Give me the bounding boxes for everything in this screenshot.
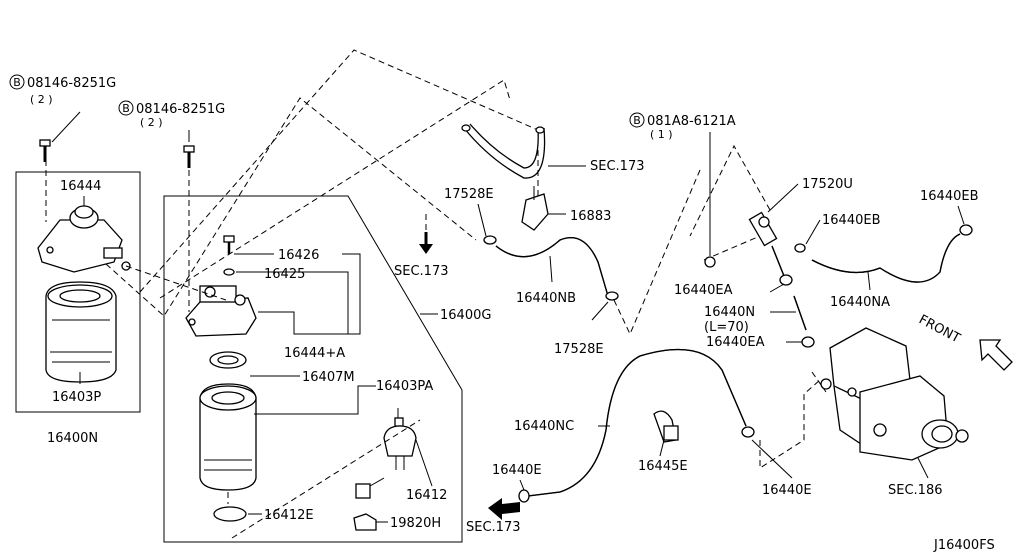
diagram-code: J16400FS	[933, 538, 995, 553]
bolt-quantity: ( 1 )	[650, 128, 673, 141]
label-16412: 16412	[406, 488, 447, 503]
label-16440NA: 16440NA	[830, 295, 890, 310]
front-label: FRONT	[916, 312, 962, 346]
hose-sec173-top	[461, 123, 546, 179]
label-16425: 16425	[264, 267, 305, 282]
bolt-callout-1: B 08146-8251G ( 2 )	[9, 74, 116, 106]
label-16400G: 16400G	[440, 308, 491, 323]
hose-16440NA	[811, 233, 961, 283]
clamp-icon	[779, 224, 973, 348]
fuel-filter-icon	[199, 383, 257, 491]
bracket-icon	[521, 186, 549, 231]
bolt-callout-3: B 081A8-6121A ( 1 )	[629, 112, 736, 141]
bolt-part-number: 08146-8251G	[27, 76, 116, 91]
label-sec173-bottom: SEC.173	[466, 520, 521, 535]
priming-pump-icon	[37, 205, 131, 273]
bolt-marker: B	[122, 102, 130, 115]
bolt-marker: B	[13, 76, 21, 89]
bolt-icon	[183, 145, 195, 168]
bolt-callout-2: B 08146-8251G ( 2 )	[118, 100, 225, 129]
label-16412E: 16412E	[264, 508, 314, 523]
label-16440EB-right: 16440EB	[920, 189, 979, 204]
clip-icon	[353, 513, 377, 531]
seal-ring-icon	[209, 351, 247, 369]
label-sec173-top: SEC.173	[590, 159, 645, 174]
connector-icon	[355, 477, 385, 499]
valve-icon	[748, 211, 778, 247]
water-sensor-icon	[383, 417, 417, 470]
bolt-icon	[39, 139, 51, 162]
hose-16440N	[771, 245, 807, 331]
label-sec173-center: SEC.173	[394, 264, 449, 279]
label-17528E-bottom: 17528E	[554, 342, 604, 357]
drain-seal-icon	[213, 506, 247, 522]
label-16440EB-left: 16440EB	[822, 213, 881, 228]
label-16444-A: 16444+A	[284, 346, 345, 361]
label-16440NB: 16440NB	[516, 291, 576, 306]
fuel-filter-icon	[45, 281, 117, 383]
bolt-marker: B	[633, 114, 641, 127]
label-16883: 16883	[570, 209, 611, 224]
bolt-icon	[704, 256, 716, 268]
label-16440E-left: 16440E	[492, 463, 542, 478]
assembly-box-16400G	[163, 195, 463, 543]
label-16444: 16444	[60, 179, 101, 194]
label-16440EA-bottom: 16440EA	[706, 335, 765, 350]
injection-pump-icon	[820, 327, 969, 461]
screw-icon	[223, 235, 235, 276]
label-17520U: 17520U	[802, 177, 853, 192]
label-sec186: SEC.186	[888, 483, 943, 498]
label-16403P: 16403P	[52, 390, 101, 405]
clip-icon	[653, 410, 679, 443]
left-arrow-icon	[488, 498, 520, 520]
bolt-quantity: ( 2 )	[30, 93, 53, 106]
bolt-part-number: 081A8-6121A	[647, 114, 736, 129]
hose-16440NB	[495, 236, 609, 297]
priming-pump-icon	[185, 285, 257, 337]
bolt-part-number: 08146-8251G	[136, 102, 225, 117]
label-16445E: 16445E	[638, 459, 688, 474]
label-19820H: 19820H	[390, 516, 441, 531]
label-16440N: 16440N	[704, 305, 755, 320]
label-16440E-right: 16440E	[762, 483, 812, 498]
label-16407M: 16407M	[302, 370, 355, 385]
down-arrow-icon	[419, 232, 433, 254]
front-arrow-icon	[979, 339, 1013, 371]
label-16440NC: 16440NC	[514, 419, 574, 434]
clamp-icon	[483, 235, 619, 301]
hose-16440NC	[527, 348, 747, 497]
clamp-icon	[518, 426, 755, 503]
label-17528E-top: 17528E	[444, 187, 494, 202]
label-16440EA-top: 16440EA	[674, 283, 733, 298]
label-16426: 16426	[278, 248, 319, 263]
bolt-quantity: ( 2 )	[140, 116, 163, 129]
label-length-70: (L=70)	[704, 320, 749, 335]
label-16400N: 16400N	[47, 431, 98, 446]
label-16403PA: 16403PA	[376, 379, 433, 394]
